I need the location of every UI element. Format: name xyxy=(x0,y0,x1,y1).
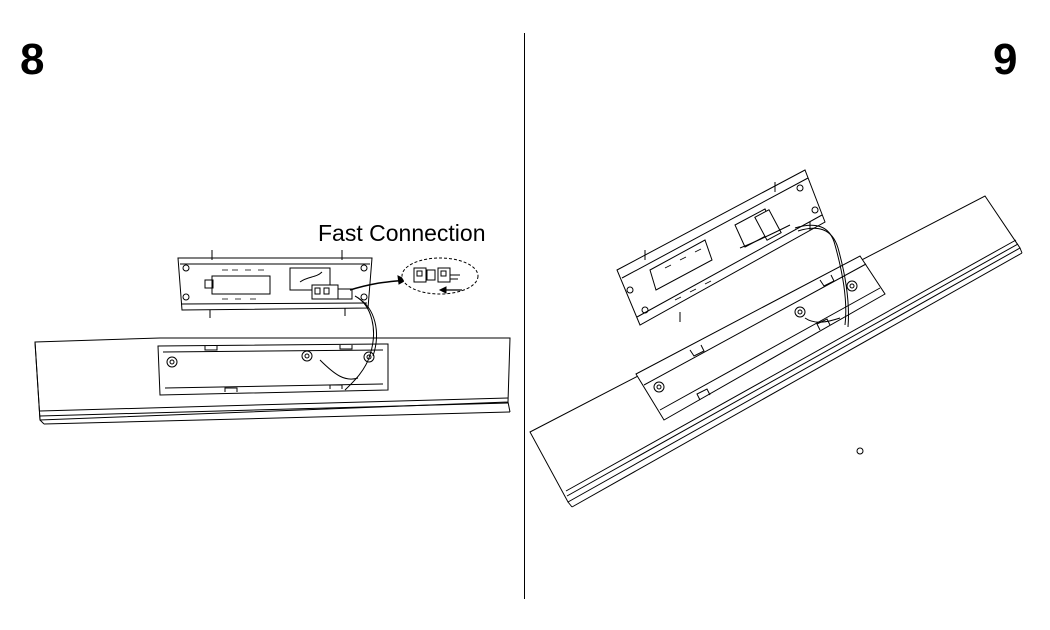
panel-divider xyxy=(524,33,525,599)
fast-connection-label: Fast Connection xyxy=(318,220,486,246)
fast-connection-detail xyxy=(402,258,478,294)
step-9-illustration xyxy=(530,170,1022,507)
driver-plate-9 xyxy=(617,170,825,325)
supply-cable-9 xyxy=(795,225,846,325)
step-8-illustration xyxy=(35,250,510,424)
mounting-tray-8 xyxy=(158,344,388,395)
supply-cable-8 xyxy=(345,296,374,390)
driver-plate-8 xyxy=(178,250,372,318)
step-9-number: 9 xyxy=(993,35,1018,84)
mounting-tray-9 xyxy=(636,256,885,420)
step-8-number: 8 xyxy=(20,35,45,84)
